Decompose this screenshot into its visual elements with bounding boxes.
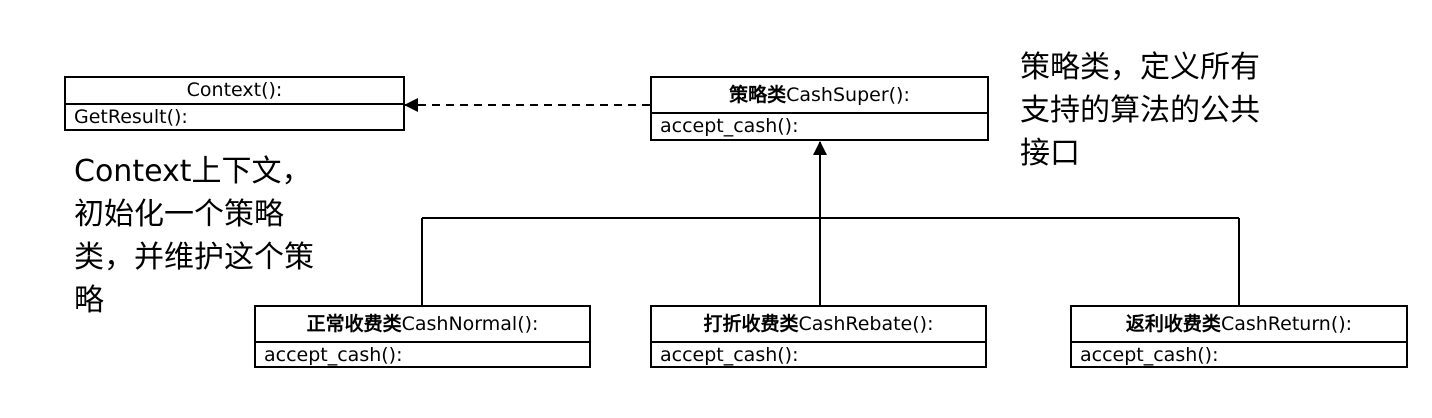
subclass-name-cn: 正常收费类: [306, 313, 402, 335]
strategy-class-name-en: CashSuper():: [786, 84, 910, 106]
strategy-class-name-cn: 策略类: [729, 84, 787, 106]
context-class-method: GetResult():: [74, 106, 188, 128]
subclass-name-en: CashRebate():: [798, 313, 934, 335]
subclass-box-cash-normal: 正常收费类CashNormal(): accept_cash():: [254, 305, 591, 368]
subclass-name-en: CashNormal():: [401, 313, 539, 335]
strategy-note: 策略类，定义所有 支持的算法的公共 接口: [1020, 50, 1260, 171]
subclass-method-cash-normal: accept_cash():: [264, 344, 403, 366]
context-class-name: Context():: [186, 79, 283, 101]
subclass-name-cn: 返利收费类: [1125, 313, 1221, 335]
subclass-header-cash-rebate: 打折收费类CashRebate():: [652, 307, 985, 343]
subclass-method-cash-rebate: accept_cash():: [660, 344, 799, 366]
subclass-box-cash-return: 返利收费类CashReturn(): accept_cash():: [1070, 305, 1408, 368]
subclass-name-cn: 打折收费类: [703, 313, 799, 335]
subclass-header-cash-normal: 正常收费类CashNormal():: [256, 307, 589, 343]
context-class-box: Context(): GetResult():: [64, 76, 405, 131]
subclass-name-en: CashReturn():: [1220, 313, 1353, 335]
strategy-class-box: 策略类CashSuper(): accept_cash():: [650, 76, 989, 141]
context-note: Context上下文， 初始化一个策略 类，并维护这个策 略: [74, 154, 314, 318]
subclass-header-cash-return: 返利收费类CashReturn():: [1072, 307, 1406, 343]
context-class-header: Context():: [66, 78, 403, 105]
strategy-class-method: accept_cash():: [660, 115, 799, 137]
subclass-method-cash-return: accept_cash():: [1080, 344, 1219, 366]
subclass-box-cash-rebate: 打折收费类CashRebate(): accept_cash():: [650, 305, 987, 368]
strategy-class-header: 策略类CashSuper():: [652, 78, 987, 114]
